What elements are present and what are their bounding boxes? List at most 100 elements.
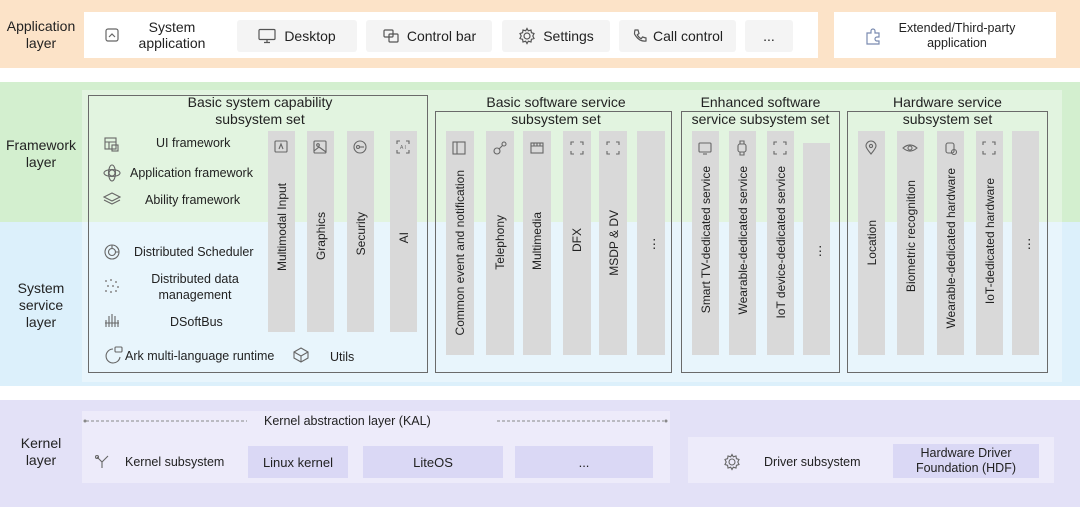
key-icon	[352, 139, 368, 155]
multimodal-input-icon	[273, 139, 289, 155]
column-iot-service	[767, 131, 794, 355]
more-apps-chip[interactable]: ...	[745, 20, 793, 52]
ability-framework-label: Ability framework	[145, 193, 241, 207]
graphics-label: Graphics	[314, 212, 328, 261]
gear-icon	[518, 27, 536, 45]
distributed-scheduler-label: Distributed Scheduler	[134, 245, 254, 259]
column-multimodal-input	[268, 131, 295, 332]
extended-app-panel[interactable]: Extended/Third-party application	[834, 12, 1056, 58]
kal-span-arrow	[83, 419, 668, 423]
driver-gear-icon	[723, 453, 741, 471]
watch-icon	[734, 140, 750, 156]
kernel-subsystem-icon	[94, 453, 112, 469]
column-telephony	[486, 131, 514, 355]
basic-system-title: Basic system capability subsystem set	[187, 94, 333, 127]
biometric-label: Biometric recognition	[904, 180, 918, 293]
dsoftbus-label: DSoftBus	[170, 315, 223, 329]
dfx-icon	[569, 140, 585, 156]
desktop-icon	[258, 28, 276, 44]
telephony-icon	[492, 140, 508, 156]
linux-kernel-box: Linux kernel	[248, 446, 348, 478]
puzzle-icon	[864, 26, 884, 46]
utils-label: Utils	[330, 350, 355, 364]
column-multimedia	[523, 131, 551, 355]
column-smart-tv	[692, 131, 719, 355]
column-location	[858, 131, 885, 355]
ui-framework-label: UI framework	[156, 136, 231, 150]
location-label: Location	[865, 220, 879, 266]
control-bar-label: Control bar	[406, 28, 477, 44]
wearable-hardware-icon	[942, 140, 958, 156]
hardware-service-group	[847, 111, 1048, 373]
smart-tv-icon	[697, 140, 713, 156]
ai-label: AI	[397, 232, 411, 244]
column-hardware-more	[1012, 131, 1039, 355]
liteos-box: LiteOS	[363, 446, 503, 478]
wearable-hardware-label: Wearable-dedicated hardware	[944, 168, 958, 329]
enhanced-more-label: ⋮	[814, 244, 827, 258]
hdf-label: Hardware Driver Foundation (HDF)	[915, 446, 1017, 475]
softbus-icon	[103, 311, 121, 329]
column-msdp-dv	[599, 131, 627, 355]
app-framework-label: Application framework	[130, 166, 253, 180]
column-basic-software-more	[637, 131, 665, 355]
system-app-icon	[104, 27, 120, 43]
column-security	[347, 131, 374, 332]
smart-tv-label: Smart TV-dedicated service	[699, 166, 713, 314]
scheduler-icon	[103, 243, 121, 261]
ark-runtime-icon	[104, 345, 124, 365]
framework-layer-label: Framework layer	[5, 137, 76, 170]
eye-icon	[902, 140, 918, 156]
more-kernels-label: ...	[578, 454, 590, 470]
dfx-label: DFX	[570, 228, 584, 252]
basic-software-service-group	[435, 111, 672, 373]
enhanced-software-service-group	[681, 111, 840, 373]
kernel-layer-label: Kernel layer	[20, 435, 62, 468]
column-dfx	[563, 131, 591, 355]
ai-chip-icon: A I	[395, 139, 411, 155]
liteos-label: LiteOS	[413, 454, 453, 470]
msdp-dv-label: MSDP & DV	[607, 210, 621, 276]
column-ai	[390, 131, 417, 332]
ui-framework-icon	[103, 136, 119, 152]
common-event-label: Common event and notification	[453, 170, 467, 336]
application-layer-label: Application layer	[6, 18, 76, 51]
basic-software-more-label: ⋮	[648, 237, 661, 251]
settings-label: Settings	[543, 28, 594, 44]
hardware-service-title: Hardware service subsystem set	[893, 94, 1002, 127]
notification-icon	[451, 140, 467, 156]
security-label: Security	[354, 212, 368, 256]
distributed-data-management-label: Distributed data management	[151, 272, 239, 302]
column-wearable-service	[729, 131, 756, 355]
phone-icon	[632, 28, 648, 44]
system-service-layer-label: System service layer	[17, 280, 65, 330]
graphics-icon	[312, 139, 328, 155]
iot-hardware-label: IoT-dedicated hardware	[983, 178, 997, 305]
wearable-service-label: Wearable-dedicated service	[736, 166, 750, 315]
system-application-label: System application	[138, 19, 206, 51]
hardware-more-label: ⋮	[1023, 237, 1036, 251]
settings-chip[interactable]: Settings	[502, 20, 610, 52]
control-bar-chip[interactable]: Control bar	[366, 20, 492, 52]
app-framework-icon	[103, 164, 121, 182]
iot-hardware-icon	[981, 140, 997, 156]
iot-service-icon	[772, 140, 788, 156]
call-control-label: Call control	[652, 28, 724, 44]
system-application-item[interactable]: System application	[98, 17, 228, 53]
linux-kernel-label: Linux kernel	[262, 454, 334, 470]
driver-subsystem-label: Driver subsystem	[764, 455, 861, 469]
control-bar-icon	[382, 28, 400, 44]
basic-system-capability-group	[88, 95, 428, 373]
multimedia-label: Multimedia	[530, 212, 544, 271]
multimodal-input-label: Multimodal Input	[275, 183, 289, 272]
call-control-chip[interactable]: Call control	[619, 20, 736, 52]
basic-software-title: Basic software service subsystem set	[486, 94, 626, 127]
column-common-event	[446, 131, 474, 355]
desktop-chip[interactable]: Desktop	[237, 20, 357, 52]
data-dots-icon	[103, 277, 121, 295]
extended-app-label: Extended/Third-party application	[898, 21, 1016, 50]
kal-label: Kernel abstraction layer (KAL)	[264, 414, 431, 428]
svg-text:A I: A I	[400, 145, 406, 151]
ark-runtime-label: Ark multi-language runtime	[125, 349, 275, 363]
kernel-subsystem-label: Kernel subsystem	[125, 455, 225, 469]
